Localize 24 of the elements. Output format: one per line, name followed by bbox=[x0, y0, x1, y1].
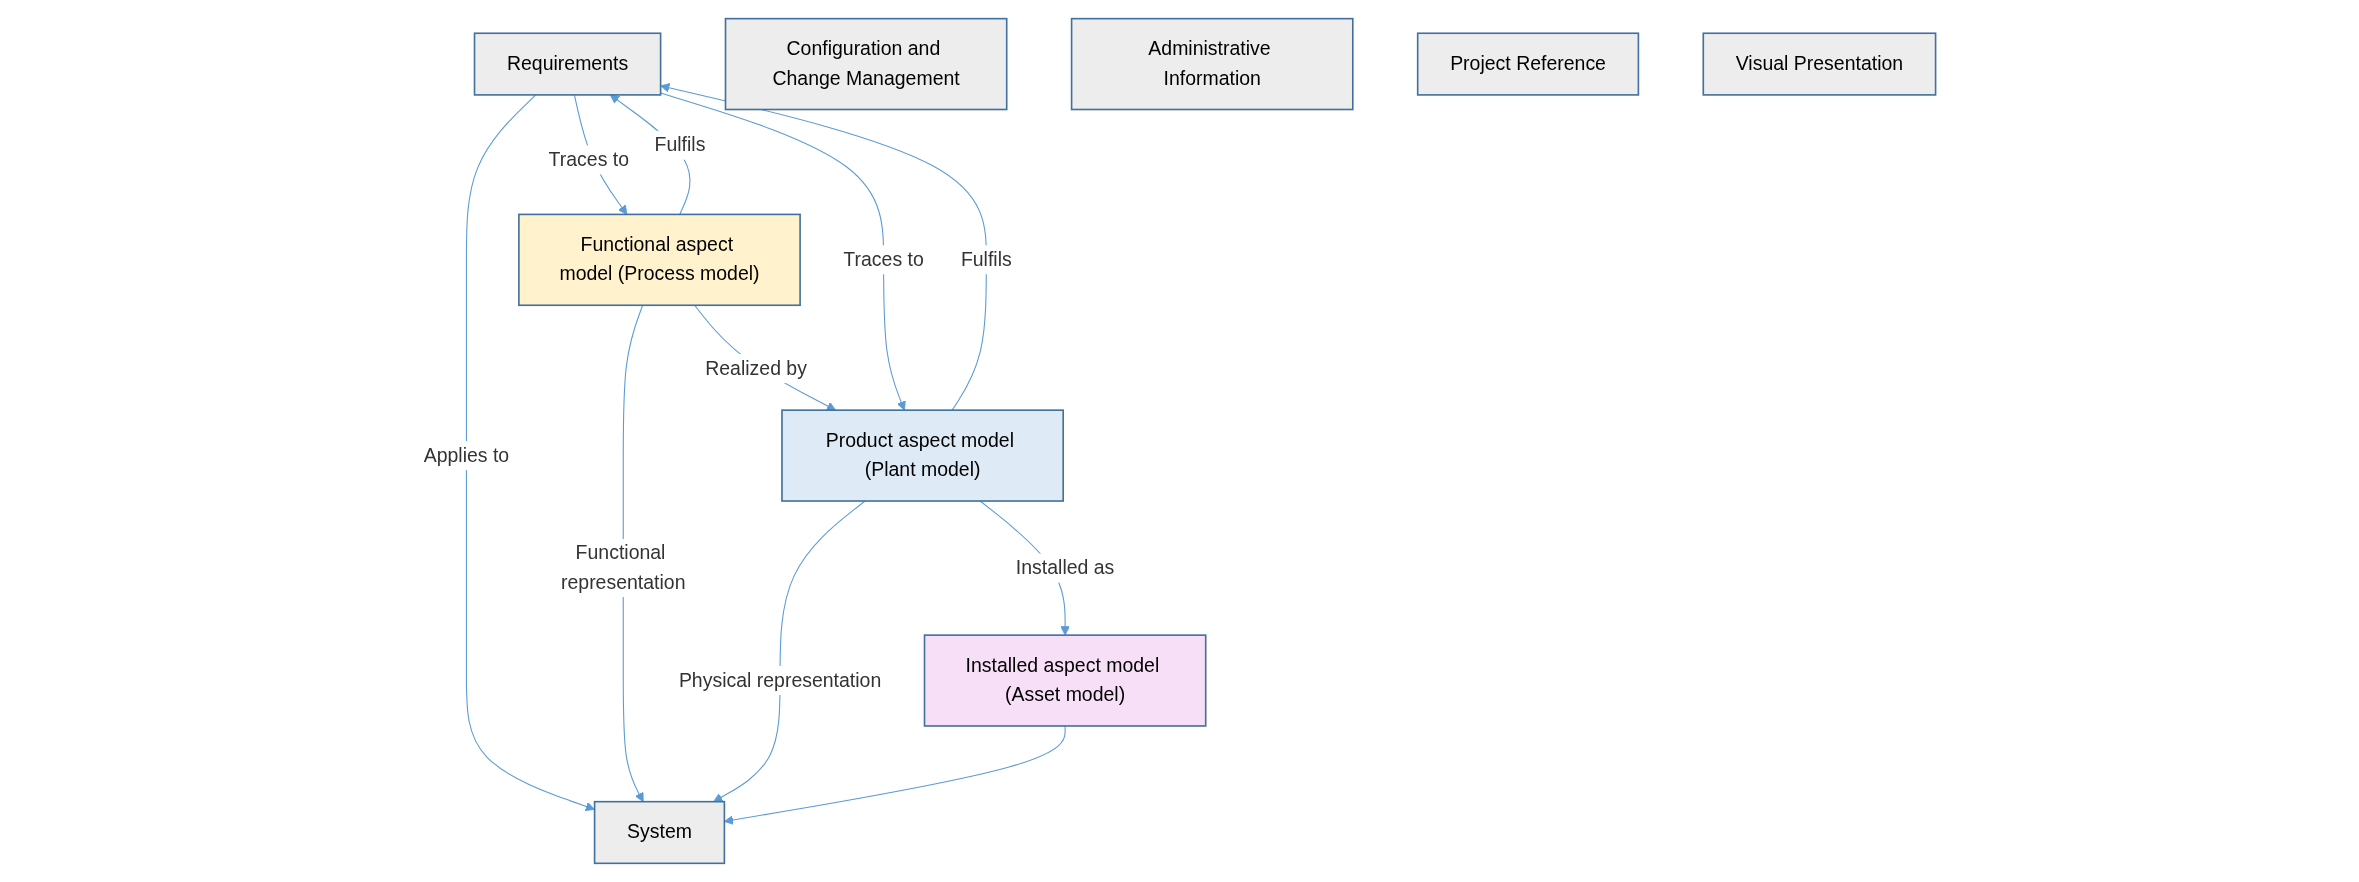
edge-label: Traces to bbox=[843, 248, 924, 271]
arrow bbox=[660, 83, 987, 411]
node-box: Configuration and Change Management bbox=[724, 17, 1008, 111]
edge-label: Fulfils bbox=[960, 248, 1012, 271]
edge-label: Installed as bbox=[1015, 556, 1115, 579]
node-box: Administrative Information bbox=[1070, 17, 1354, 111]
node-box: Installed aspect model (Asset model) bbox=[923, 634, 1207, 727]
edge-label: Fulfils bbox=[654, 133, 706, 156]
edge-label: Physical representation bbox=[678, 669, 882, 691]
arrow bbox=[694, 304, 836, 411]
node-box: Visual Presentation bbox=[1702, 32, 1937, 96]
edge-label: Functional representation bbox=[560, 542, 686, 593]
node-box: Requirements bbox=[473, 32, 662, 96]
edge-label: Applies to bbox=[423, 444, 510, 466]
node-box: Functional aspect model (Process model) bbox=[517, 213, 801, 307]
edge-label: Traces to bbox=[548, 148, 629, 171]
node-box: Product aspect model (Plant model) bbox=[781, 409, 1064, 502]
node-box: System bbox=[593, 800, 726, 865]
edge-label: Realized by bbox=[705, 357, 807, 379]
arrow bbox=[659, 92, 906, 411]
node-box: Project Reference bbox=[1416, 32, 1640, 96]
arrow bbox=[713, 500, 866, 803]
arrow bbox=[465, 94, 595, 812]
arrow bbox=[622, 304, 644, 803]
